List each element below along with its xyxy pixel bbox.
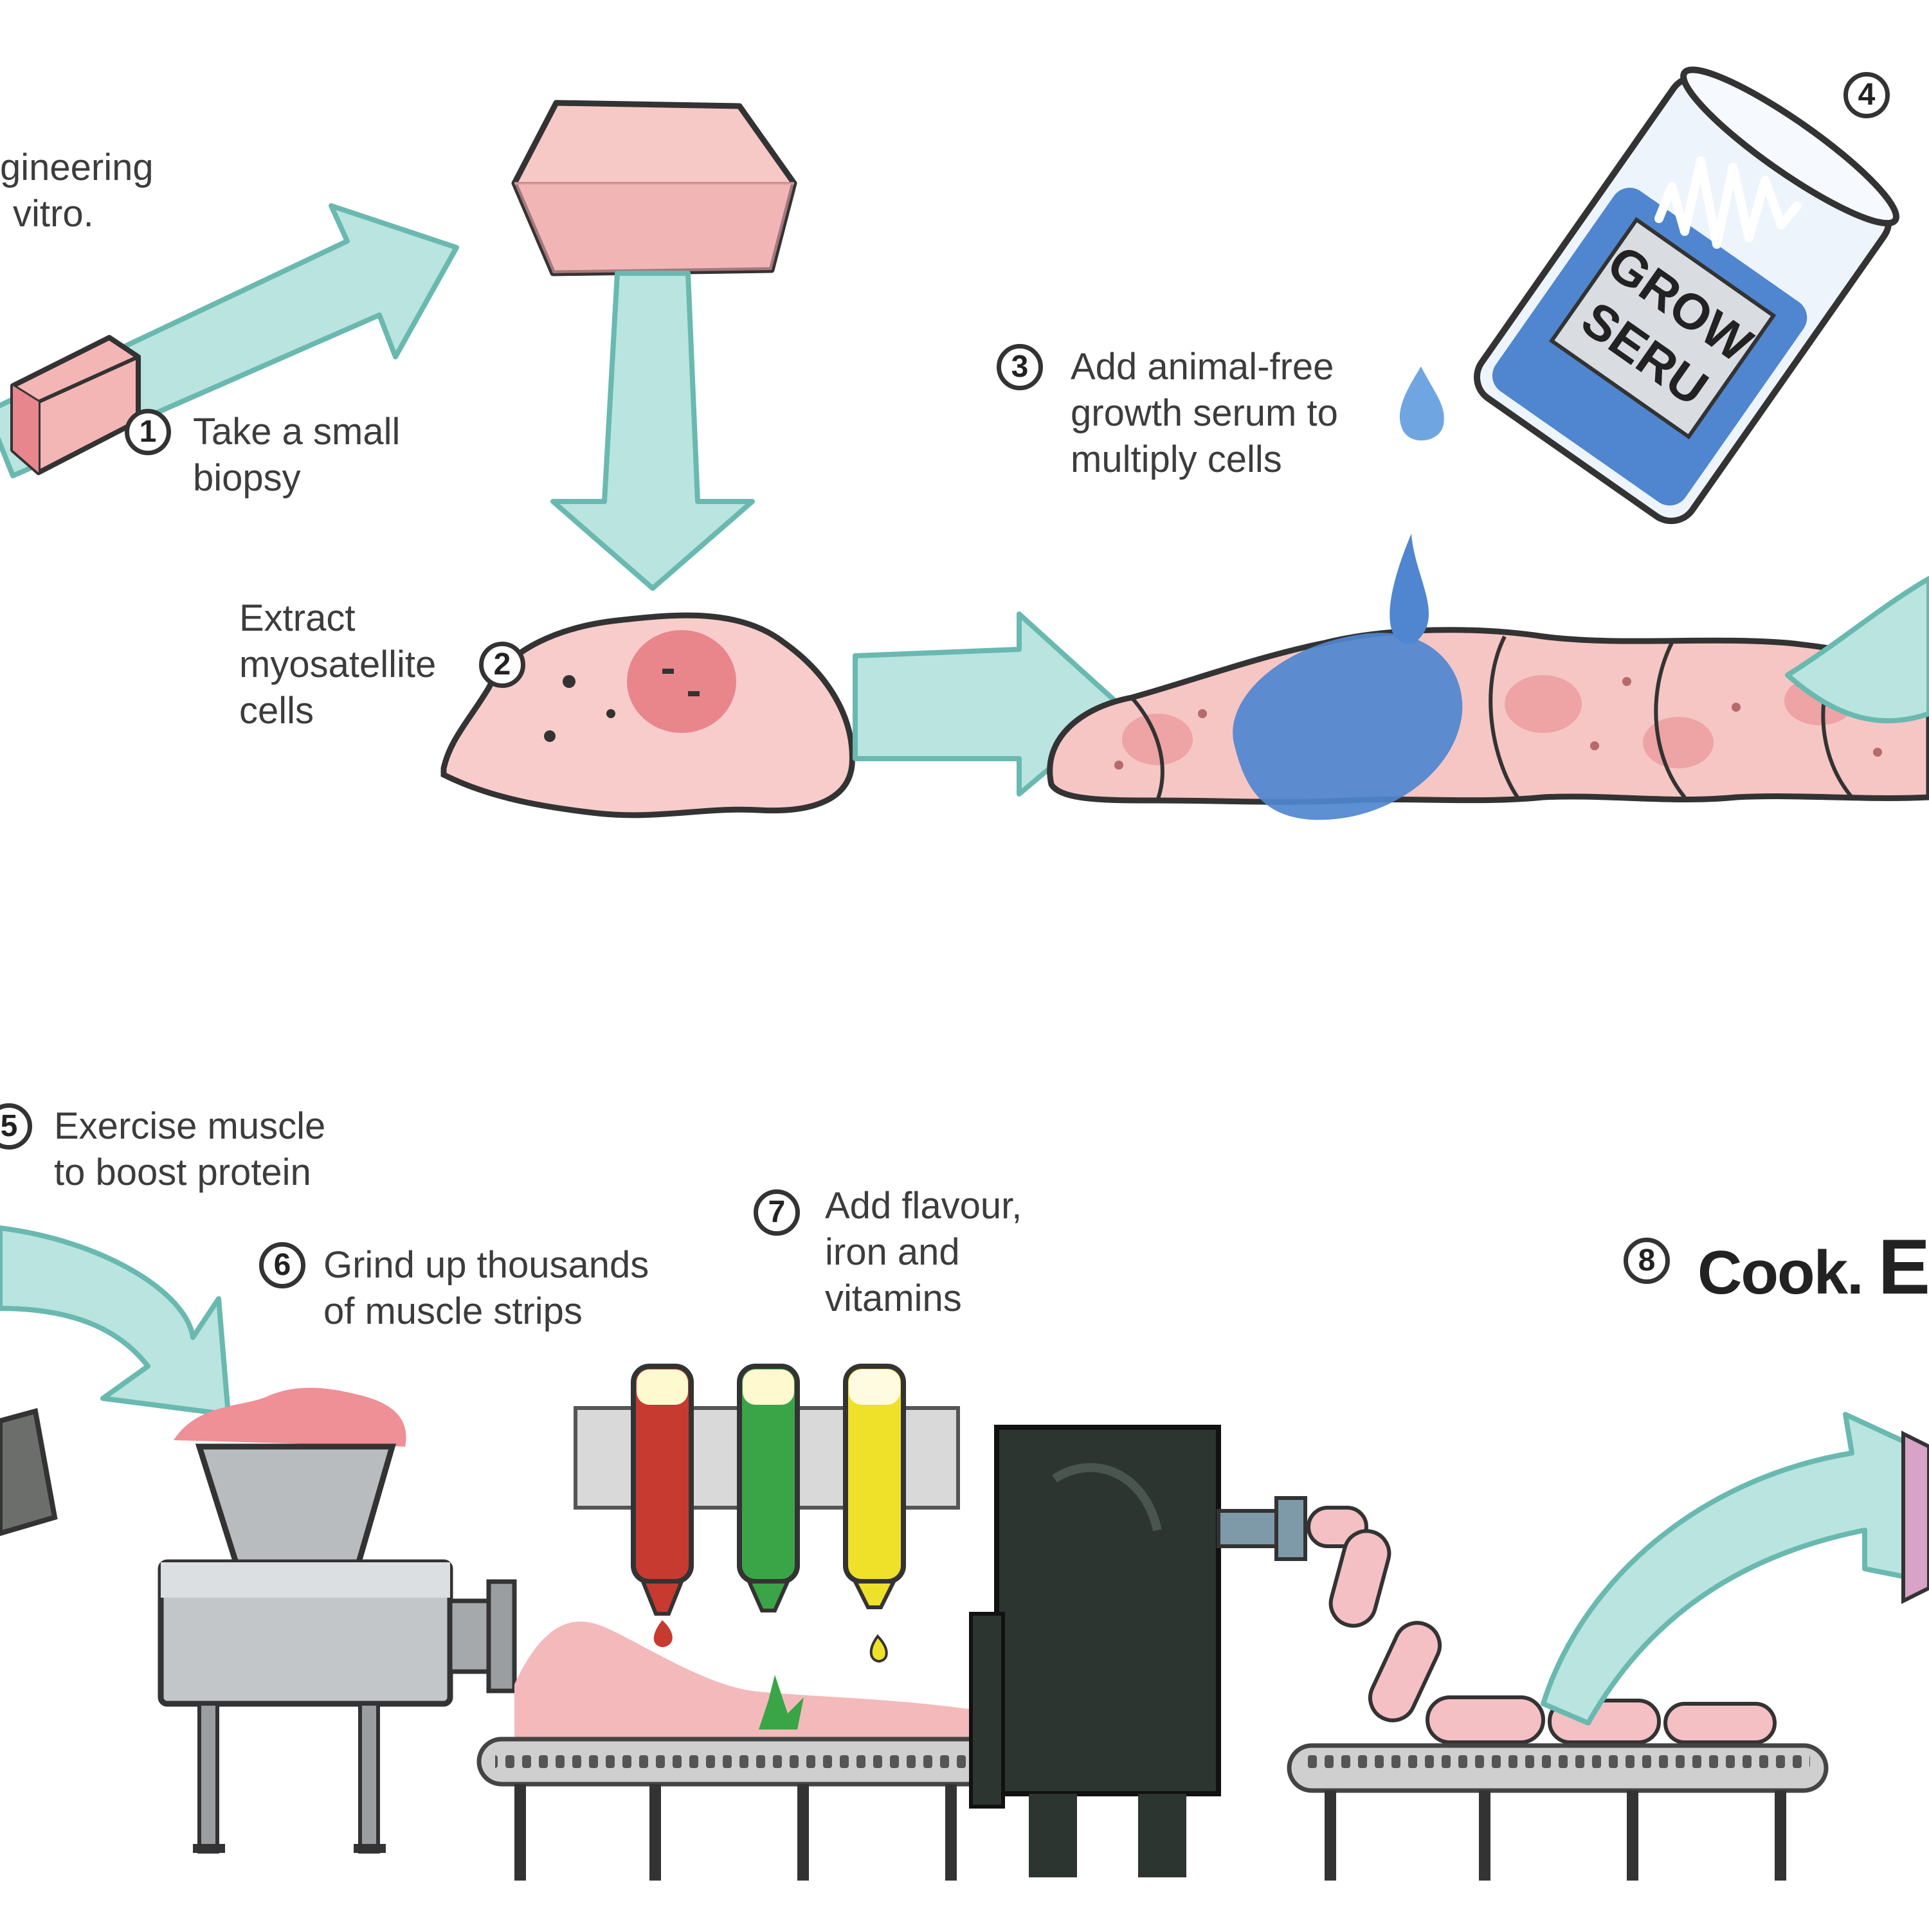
step-1-badge: 1 [125, 409, 171, 455]
conveyor-belt-left [476, 1737, 996, 1881]
arrow-down-to-cells [550, 271, 755, 591]
step-2-line-3: cells [239, 690, 314, 732]
step-7-text: Add flavour, iron and vitamins [825, 1183, 1022, 1322]
step-8-badge: 8 [1624, 1238, 1670, 1284]
step-3-line-2: growth serum to [1071, 392, 1338, 434]
step-6-line-1: Grind up thousands [323, 1244, 649, 1286]
step-3-line-3: multiply cells [1071, 438, 1282, 480]
tissue-cube-icon [511, 100, 797, 276]
step-6-badge: 6 [259, 1242, 305, 1288]
step-5-line-1: Exercise muscle [54, 1105, 326, 1147]
step-6-line-2: of muscle strips [323, 1290, 583, 1332]
step-2-text: Extract myosatellite cells [239, 595, 436, 734]
serum-drop-icon [1399, 366, 1444, 441]
step-8-text: Cook. EAT [1698, 1222, 1929, 1312]
arrow-growth-to-exercise [1785, 576, 1929, 724]
step-4-badge: 4 [1843, 72, 1890, 118]
step-3-line-1: Add animal-free [1071, 346, 1334, 388]
intro-line-2: vitro. [13, 193, 94, 235]
serum-drip-icon [1390, 534, 1429, 644]
intro-text: gineering vitro. [0, 145, 154, 237]
step-2-line-1: Extract [239, 597, 356, 639]
step-1-text: Take a small biopsy [193, 409, 400, 501]
step-8-word-1: Cook. [1698, 1238, 1864, 1307]
step-2-line-2: myosatellite [239, 644, 437, 685]
arrow-exercise-to-grinder [0, 1225, 231, 1417]
green-flavour-drop-icon [759, 1675, 804, 1729]
meat-grinder-icon [158, 1387, 517, 1854]
conveyor-belt-right [1287, 1743, 1829, 1881]
sausage-chain-icon [1307, 1506, 1777, 1744]
arrow-to-plate [1541, 1412, 1929, 1726]
intro-line-1: gineering [0, 147, 154, 188]
step-3-badge: 3 [997, 344, 1043, 390]
step-1-line-2: biopsy [193, 457, 301, 499]
myosatellite-cell-icon [440, 612, 855, 818]
growth-serum-beaker-icon: GROW SERU [1474, 66, 1899, 525]
ground-meat-icon [514, 1621, 977, 1749]
step-3-text: Add animal-free growth serum to multiply… [1071, 344, 1338, 483]
muscle-block-icon [0, 1407, 58, 1537]
step-2-badge: 2 [479, 642, 525, 688]
multiplied-cells-pile-icon [1047, 627, 1929, 820]
step-7-line-2: iron and [825, 1231, 960, 1273]
step-1-line-1: Take a small [193, 411, 401, 453]
step-7-line-1: Add flavour, [825, 1185, 1022, 1227]
plate-icon [1901, 1431, 1929, 1604]
step-5-line-2: to boost protein [54, 1151, 311, 1193]
step-6-text: Grind up thousands of muscle strips [323, 1242, 649, 1335]
watermark-wave-icon [1654, 156, 1802, 249]
red-bottle-icon [631, 1364, 694, 1647]
step-7-line-3: vitamins [825, 1277, 962, 1319]
yellow-bottle-icon [843, 1364, 906, 1663]
green-bottle-icon [737, 1364, 800, 1612]
biopsy-sample-icon [10, 335, 141, 475]
sausage-machine-icon [969, 1425, 1307, 1877]
step-8-word-2: EAT [1878, 1223, 1929, 1310]
step-5-text: Exercise muscle to boost protein [54, 1103, 325, 1196]
step-7-badge: 7 [754, 1189, 800, 1236]
